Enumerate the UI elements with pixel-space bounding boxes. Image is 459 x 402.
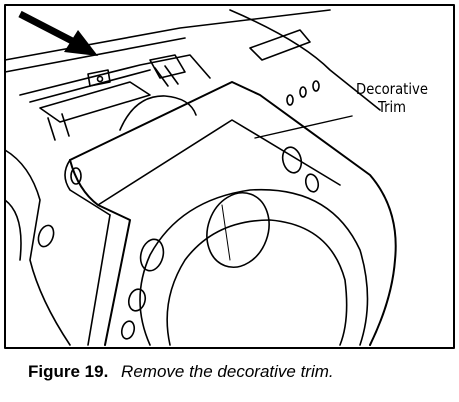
callout-leader-line <box>254 115 353 139</box>
trim-hole-large-top <box>281 146 303 174</box>
trim-hole-small-top <box>304 173 320 193</box>
vent-slot <box>249 29 311 61</box>
callout-line-1: Decorative <box>356 80 428 98</box>
decorative-trim-callout: Decorative Trim <box>348 80 436 116</box>
bracket-slot <box>39 81 151 123</box>
figure-label: Figure 19. <box>28 362 109 381</box>
illustration-border <box>4 4 455 349</box>
trim-hole-center <box>206 192 270 268</box>
arrow-icon <box>18 10 98 56</box>
rear-opening <box>119 95 197 131</box>
decorative-trim-outline <box>69 81 397 346</box>
screw-hole <box>96 75 104 83</box>
trim-hole-left-bottom <box>127 288 147 312</box>
trim-removal-illustration <box>4 4 455 349</box>
figure-caption-text: Remove the decorative trim. <box>121 362 334 381</box>
top-panel-edge <box>4 9 331 61</box>
door-ring <box>139 188 369 346</box>
trim-clip <box>70 167 82 185</box>
callout-line-2: Trim <box>377 98 407 116</box>
figure-caption: Figure 19. Remove the decorative trim. <box>28 362 334 382</box>
screw-tab <box>87 69 111 87</box>
left-cabinet-hole <box>37 224 55 248</box>
trim-hole-bottom <box>120 320 136 340</box>
trim-hole-left <box>139 238 165 272</box>
